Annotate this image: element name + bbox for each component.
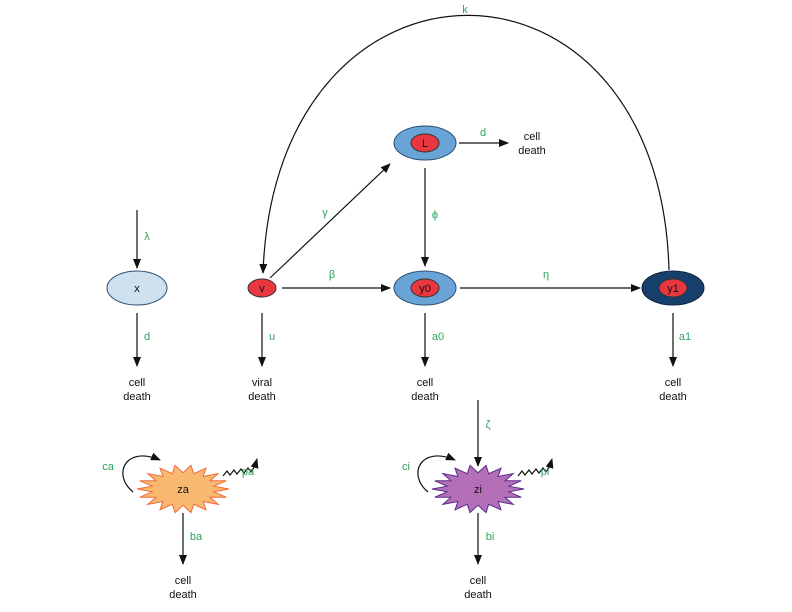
- rate-zeta: ζ: [486, 419, 491, 431]
- sink-death: death: [248, 391, 276, 403]
- sink-death: death: [518, 145, 546, 157]
- rate-d-L: d: [480, 127, 486, 139]
- sink-death: death: [123, 391, 151, 403]
- node-y1-label: y1: [667, 283, 679, 295]
- rate-gamma: γ: [322, 207, 328, 219]
- node-y1-virus: [658, 278, 688, 298]
- node-L-label: L: [422, 138, 428, 150]
- node-zi-label: zi: [474, 484, 482, 496]
- rate-eta: η: [543, 269, 549, 281]
- rate-ca: ca: [102, 461, 115, 473]
- rate-d-x: d: [144, 331, 150, 343]
- node-v-label: v: [259, 283, 265, 295]
- rate-ci: ci: [402, 461, 410, 473]
- arrow-za-self: [122, 452, 161, 493]
- sink-cell: cell: [129, 377, 146, 389]
- sink-cell: cell: [417, 377, 434, 389]
- node-y0-label: y0: [419, 283, 431, 295]
- rate-a1: a1: [679, 331, 691, 343]
- sink-viral: viral: [252, 377, 272, 389]
- node-zi-star: [431, 464, 525, 514]
- sink-cell: cell: [524, 131, 541, 143]
- sink-death: death: [169, 589, 197, 601]
- rate-ba: ba: [190, 531, 203, 543]
- sink-cell: cell: [175, 575, 192, 587]
- arrow-y1-to-v: [259, 14, 670, 274]
- rate-k: k: [462, 4, 468, 16]
- sink-cell: cell: [665, 377, 682, 389]
- arrow-v-to-L: [269, 163, 391, 279]
- node-v: [247, 278, 277, 298]
- arrow-za-proliferation: [222, 458, 259, 477]
- arrow-zi-proliferation: [517, 458, 554, 477]
- sink-death: death: [411, 391, 439, 403]
- node-x-label: x: [134, 283, 140, 295]
- rate-a0: a0: [432, 331, 444, 343]
- rate-pa: pa: [242, 466, 255, 478]
- rate-u: u: [269, 331, 275, 343]
- rate-beta: β: [329, 269, 335, 281]
- rate-pi: pi: [541, 466, 550, 478]
- rate-phi: ϕ: [432, 209, 438, 221]
- node-L-virus: [410, 133, 440, 153]
- node-x: [106, 270, 168, 306]
- sink-cell: cell: [470, 575, 487, 587]
- rate-bi: bi: [486, 531, 495, 543]
- node-y0-virus: [410, 278, 440, 298]
- rate-lambda: λ: [144, 231, 150, 243]
- sink-death: death: [659, 391, 687, 403]
- sink-death: death: [464, 589, 492, 601]
- arrow-zi-self: [417, 452, 456, 493]
- node-za-star: [136, 464, 230, 514]
- node-za-label: za: [177, 484, 190, 496]
